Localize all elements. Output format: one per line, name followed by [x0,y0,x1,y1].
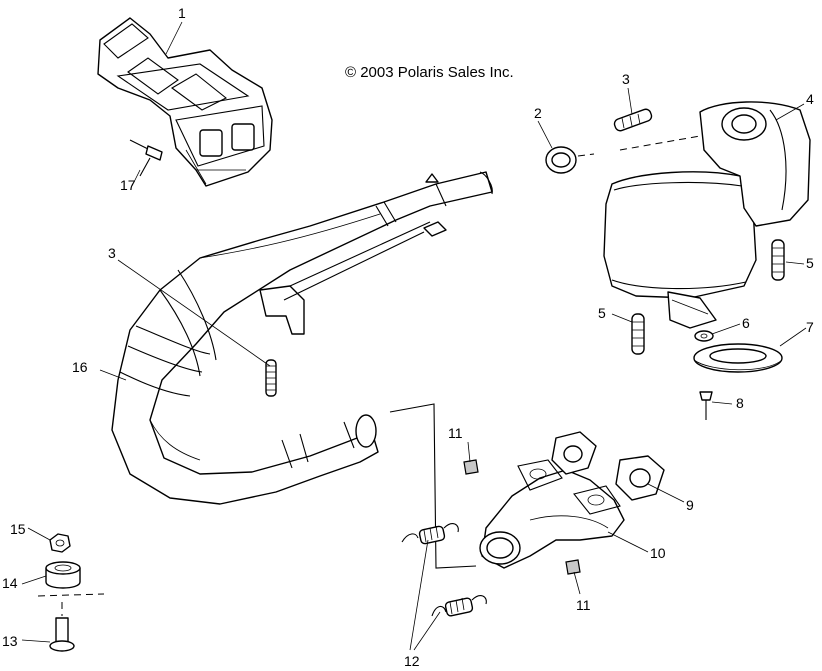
callout-10: 10 [650,545,666,561]
callout-1: 1 [178,5,186,21]
callout-11-lower: 11 [576,597,591,613]
part-1-bracket [97,17,273,187]
callout-4: 4 [806,91,814,107]
part-9-gasket-right [615,455,665,501]
part-15-nut [49,533,71,553]
part-13-bolt [49,602,75,652]
part-17-bolt [129,139,163,177]
part-14-bushing [45,561,81,589]
callout-7: 7 [806,319,814,335]
callout-8: 8 [736,395,744,411]
pipe-mount-bracket [259,173,447,335]
part-2-ring-clamp [545,146,577,174]
part-16-expansion-chamber [111,171,493,505]
part-9-gasket-left [551,431,597,475]
part-10-manifold [479,459,625,569]
part-4-silencer [603,101,811,329]
callout-3-left: 3 [108,245,116,261]
callout-13: 13 [2,633,18,649]
leader-lines [21,21,807,651]
callout-14: 14 [2,575,18,591]
callout-16: 16 [72,359,88,375]
callout-9: 9 [686,497,694,513]
callout-11-upper: 11 [448,425,463,441]
part-11-stud-lower [565,559,581,575]
part-6-washer [694,330,714,342]
part-3-spring-left [265,359,277,397]
callout-12: 12 [404,653,420,669]
copyright-text: © 2003 Polaris Sales Inc. [345,64,514,81]
callout-3-right: 3 [622,71,630,87]
part-8-screw [699,391,713,420]
callout-2: 2 [534,105,542,121]
part-3-spring-right [613,108,653,132]
part-12-springs [389,403,487,617]
callout-15: 15 [10,521,26,537]
part-5-spring-right [771,239,785,281]
callout-17: 17 [120,177,136,193]
callout-6: 6 [742,315,750,331]
part-7-grommet [693,343,783,373]
callout-5-center: 5 [598,305,606,321]
part-5-spring-center [631,313,645,355]
part-11-stud-upper [463,459,479,475]
callout-5-right: 5 [806,255,814,271]
callout-labels: 1 2 3 4 3 5 5 6 7 8 9 10 11 11 12 13 14 … [2,5,814,669]
